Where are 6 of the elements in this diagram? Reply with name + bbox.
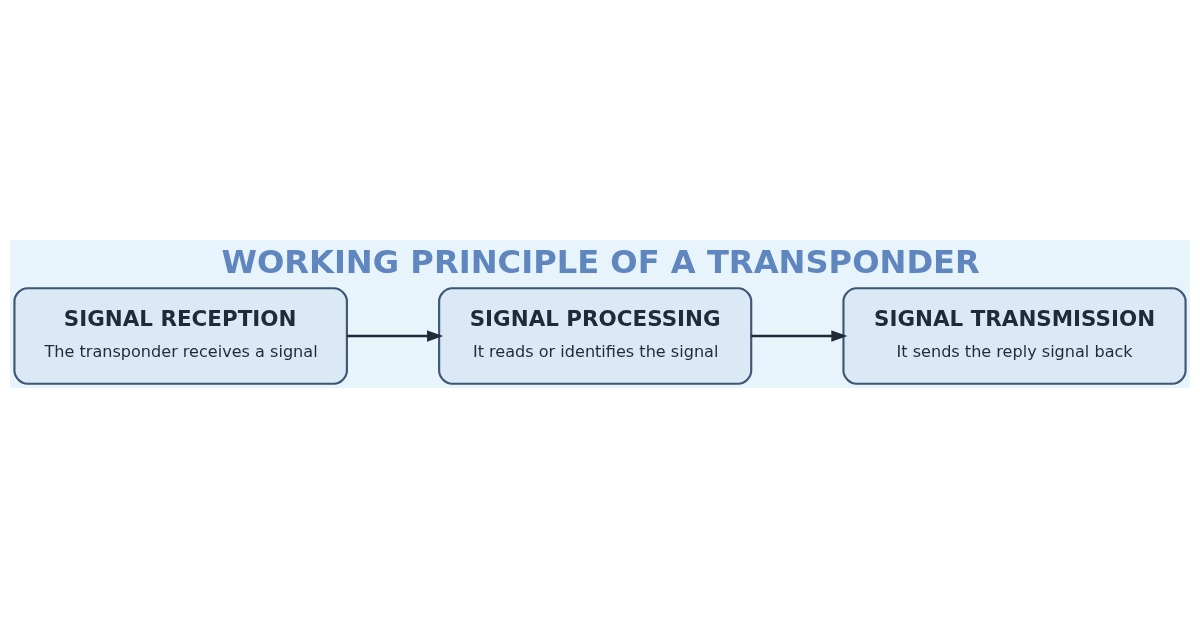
diagram-title: WORKING PRINCIPLE OF A TRANSPONDER <box>221 243 980 282</box>
arrow <box>347 330 444 342</box>
node-box: SIGNAL TRANSMISSION It sends the reply signal back <box>842 287 1187 385</box>
node-box: SIGNAL RECEPTION The transponder receives a signal <box>13 287 348 385</box>
node-box: SIGNAL PROCESSING It reads or identifies the signal <box>438 287 753 385</box>
arrow <box>751 330 848 342</box>
